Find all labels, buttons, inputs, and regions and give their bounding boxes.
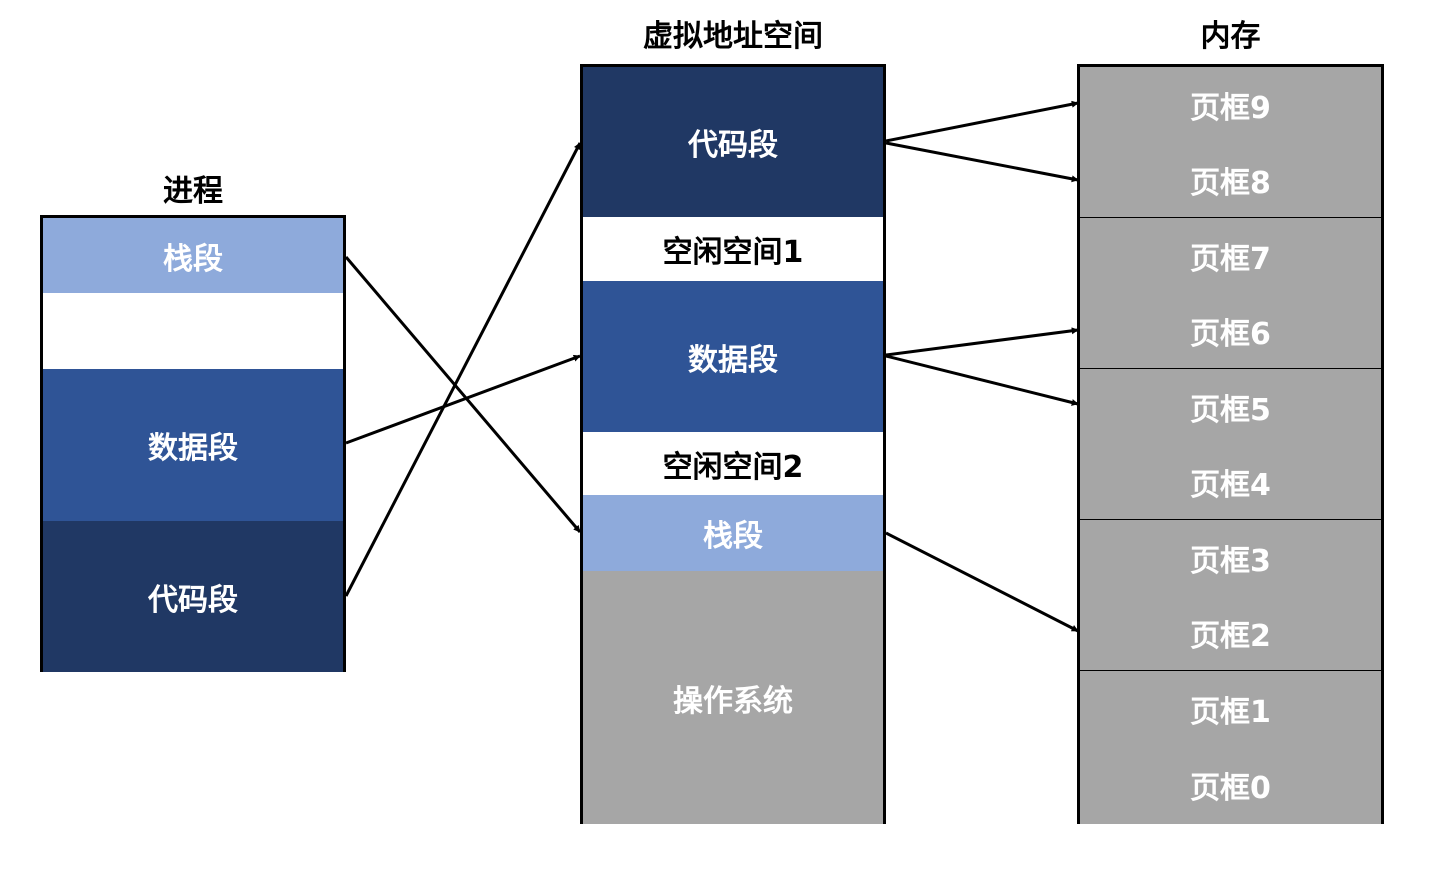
arrow-virtual-code-to-frame-8 [885, 141, 1079, 183]
memory-frame-0: 页框0 [1080, 746, 1381, 824]
process-title: 进程 [163, 174, 223, 209]
memory-frame-9: 页框9 [1080, 67, 1381, 145]
process-code-segment: 代码段 [43, 521, 343, 672]
virtual-data-segment: 数据段 [583, 281, 883, 432]
arrow-virtual-stack-to-frame-2 [885, 531, 1079, 633]
arrow-virtual-code-to-frame-9 [885, 100, 1079, 143]
virtual-free-space-2: 空闲空间2 [583, 432, 883, 495]
arrow-process-code-to-virtual-code [344, 142, 582, 597]
process-box: 栈段 数据段 代码段 [40, 215, 346, 672]
virtual-stack-segment: 栈段 [583, 495, 883, 571]
virtual-os-segment: 操作系统 [583, 571, 883, 824]
memory-title: 内存 [1200, 19, 1261, 54]
memory-frame-8: 页框8 [1080, 142, 1381, 220]
process-blank-segment [43, 293, 343, 369]
process-data-segment: 数据段 [43, 369, 343, 521]
memory-frame-6: 页框6 [1080, 293, 1381, 371]
virtual-space-box: 代码段 空闲空间1 数据段 空闲空间2 栈段 操作系统 [580, 64, 886, 824]
virtual-space-title: 虚拟地址空间 [643, 19, 823, 54]
virtual-free-space-1: 空闲空间1 [583, 217, 883, 281]
arrow-process-stack-to-virtual-stack [344, 256, 582, 533]
memory-frame-5: 页框5 [1080, 369, 1381, 447]
arrow-process-data-to-virtual-data [345, 354, 581, 445]
virtual-code-segment: 代码段 [583, 67, 883, 217]
memory-frame-3: 页框3 [1080, 520, 1381, 598]
memory-frame-4: 页框4 [1080, 444, 1381, 522]
process-stack-segment: 栈段 [43, 218, 343, 293]
arrow-virtual-data-to-frame-5 [885, 354, 1079, 406]
arrow-virtual-data-to-frame-6 [885, 327, 1079, 357]
memory-box: 页框9 页框8 页框7 页框6 页框5 页框4 页框3 页框2 页框1 页框0 [1077, 64, 1384, 824]
